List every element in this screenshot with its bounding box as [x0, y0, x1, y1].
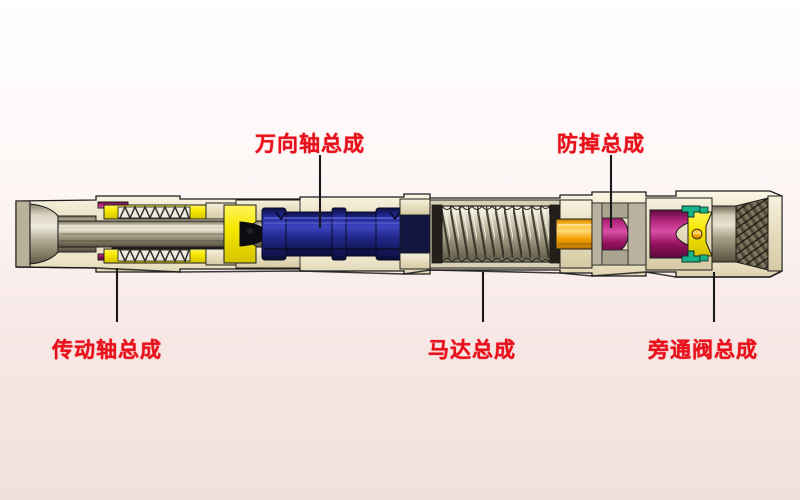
pin-end-face [15, 200, 31, 268]
universal-shaft-collar-mid [331, 207, 347, 261]
rotor-lobes [441, 204, 551, 264]
anti-drop-shoulder-right [627, 202, 647, 266]
pin-bore-taper [29, 203, 59, 265]
label-drive-shaft: 传动轴总成 [52, 338, 162, 362]
box-thread-section [735, 197, 769, 271]
anti-drop-assembly [555, 199, 647, 269]
upper-spring-pocket [117, 206, 191, 219]
body-bottom-shadow [15, 266, 783, 278]
universal-housing-step-lower [399, 252, 431, 270]
box-end-cap [767, 195, 783, 272]
bypass-port [691, 228, 703, 240]
anti-drop-cavity-upper [601, 202, 629, 219]
anti-drop-shoulder-left [591, 202, 603, 266]
tool-body [15, 190, 783, 278]
label-motor: 马达总成 [428, 338, 516, 362]
stator-end-left [431, 204, 443, 264]
bypass-retainer-clips [681, 205, 709, 263]
label-anti-drop: 防掉总成 [557, 132, 645, 156]
anti-drop-cavity-lower [601, 249, 629, 266]
bypass-steel-collar [711, 205, 737, 263]
universal-shaft-shadow-bore [399, 214, 431, 254]
lower-spring [119, 248, 190, 263]
label-bypass-valve: 旁通阀总成 [648, 338, 758, 362]
universal-housing-step-upper [399, 198, 431, 216]
helical-rotor [441, 205, 551, 263]
leader-lines [115, 155, 716, 322]
motor-assembly [429, 199, 561, 269]
bypass-valve-assembly [645, 195, 783, 272]
universal-shaft-assembly [223, 198, 431, 270]
label-universal-shaft: 万向轴总成 [255, 132, 365, 156]
lower-spring-pocket [117, 249, 191, 262]
upper-spring [119, 205, 190, 220]
universal-shaft-collar-left [261, 207, 287, 261]
